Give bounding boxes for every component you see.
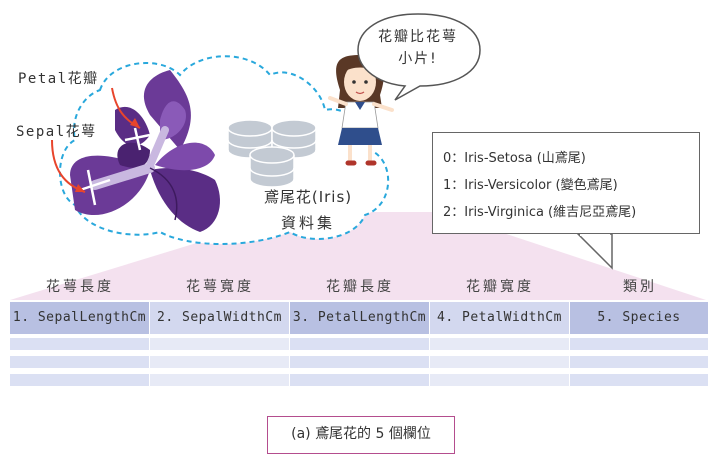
sepal-arrowhead <box>75 184 85 192</box>
class-item-setosa: 0：Iris-Setosa (山鳶尾) <box>443 151 586 166</box>
dataset-subtitle: 資料集 <box>280 214 335 232</box>
table-cell <box>290 356 429 368</box>
table-cell <box>430 374 569 386</box>
class-item-virginica: 2：Iris-Virginica (維吉尼亞鳶尾) <box>443 205 637 220</box>
table-cell <box>570 356 708 368</box>
iris-flower-illustration <box>70 70 220 232</box>
table-cell <box>430 338 569 350</box>
table-cell <box>10 356 149 368</box>
speech-line-2: 小片! <box>398 51 438 67</box>
table-cell <box>570 374 708 386</box>
petal-label: Petal花瓣 <box>18 71 99 87</box>
table-cell <box>150 356 289 368</box>
column-header-sepal-length: 1. SepalLengthCm <box>10 302 149 334</box>
figure-caption: (a) 鳶尾花的 5 個欄位 <box>267 416 455 454</box>
girl-character-illustration <box>328 55 394 166</box>
speech-bubble <box>357 13 481 101</box>
projection-triangle <box>10 212 706 300</box>
dataset-cloud <box>59 55 390 245</box>
database-icon <box>227 119 317 188</box>
column-zh-petal-width: 花瓣寬度 <box>466 279 534 295</box>
column-header-sepal-width: 2. SepalWidthCm <box>150 302 289 334</box>
table-cell <box>570 338 708 350</box>
column-zh-species: 類別 <box>623 279 657 295</box>
table-cell <box>10 338 149 350</box>
speech-line-1: 花瓣比花萼 <box>378 29 458 45</box>
species-class-box: 0：Iris-Setosa (山鳶尾) 1：Iris-Versicolor (變… <box>432 132 700 234</box>
column-header-species: 5. Species <box>570 302 708 334</box>
table-cell <box>290 374 429 386</box>
column-header-petal-width: 4. PetalWidthCm <box>430 302 569 334</box>
table-cell <box>10 374 149 386</box>
table-cell <box>430 356 569 368</box>
column-zh-sepal-length: 花萼長度 <box>46 279 114 295</box>
dataset-title: 鳶尾花(Iris) <box>263 188 353 206</box>
class-item-versicolor: 1：Iris-Versicolor (變色鳶尾) <box>443 178 618 193</box>
column-zh-sepal-width: 花萼寬度 <box>186 279 254 295</box>
sepal-label: Sepal花萼 <box>16 124 97 140</box>
column-zh-petal-length: 花瓣長度 <box>326 279 394 295</box>
petal-arrowhead <box>130 118 140 128</box>
column-header-petal-length: 3. PetalLengthCm <box>290 302 429 334</box>
table-cell <box>290 338 429 350</box>
speech-text: 花瓣比花萼 小片! <box>366 26 470 70</box>
table-cell <box>150 338 289 350</box>
table-cell <box>150 374 289 386</box>
